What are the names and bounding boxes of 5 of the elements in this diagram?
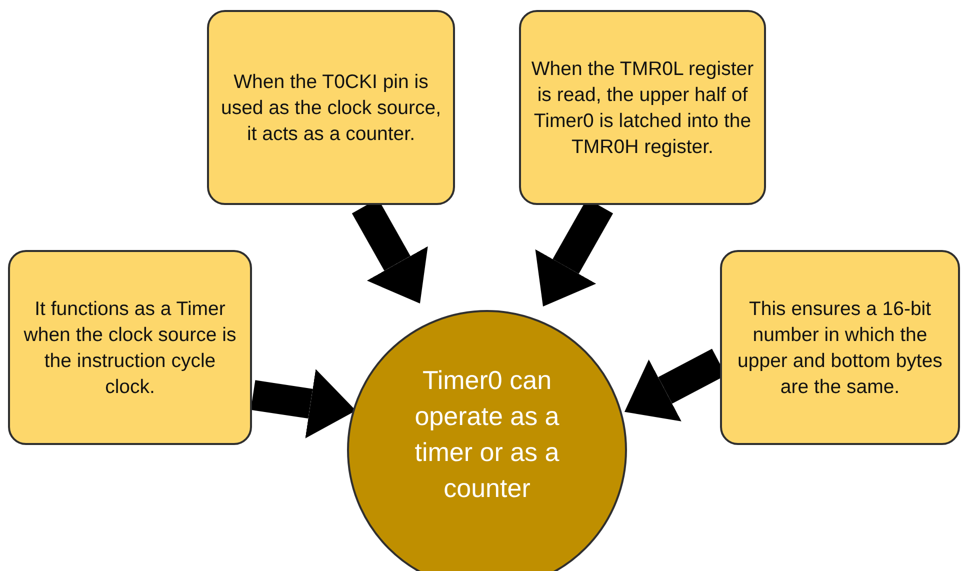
text-box: When the T0CKI pin is used as the clock source, it acts as a counter. <box>207 10 455 205</box>
text-box: It functions as a Timer when the clock source is the instruction cycle clock. <box>8 250 252 445</box>
text-box: This ensures a 16-bit number in which the upper and bottom bytes are the same. <box>720 250 960 445</box>
block-arrow <box>250 369 356 438</box>
text-box: When the TMR0L register is read, the upper half of Timer0 is latched into the TMR0H register. <box>519 10 766 205</box>
